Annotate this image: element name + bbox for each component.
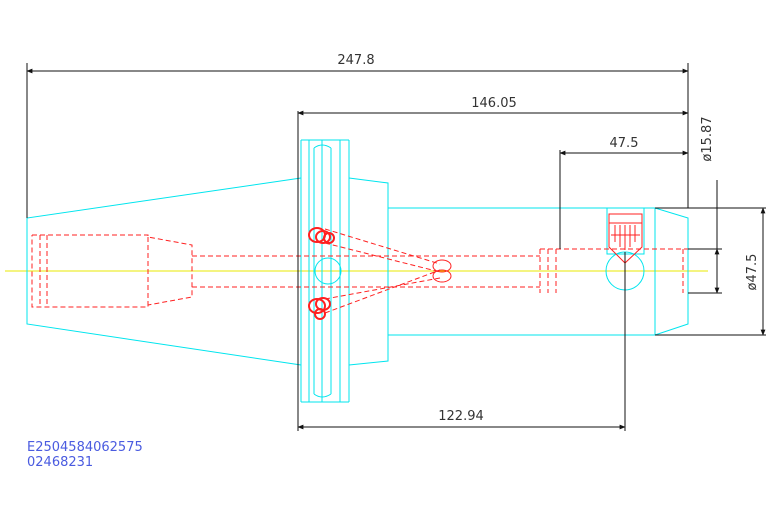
dim-hole-diameter: ø15.87 [700, 116, 715, 161]
set-screw-upper [308, 227, 335, 244]
dimension-lines [26, 63, 766, 431]
tool-outline [26, 139, 689, 403]
dim-body-diameter: ø47.5 [745, 254, 760, 291]
side-lock-screw [608, 213, 643, 264]
part-number: 02468231 [27, 455, 94, 470]
internal-features [31, 213, 688, 320]
dim-shank-length: 146.05 [471, 96, 517, 111]
dim-hole-offset: 47.5 [610, 136, 639, 151]
dim-gauge-to-hole: 122.94 [438, 409, 484, 424]
set-screw-lower [308, 297, 331, 320]
dim-overall-length: 247.8 [337, 53, 374, 68]
part-code: E2504584062575 [27, 440, 143, 455]
